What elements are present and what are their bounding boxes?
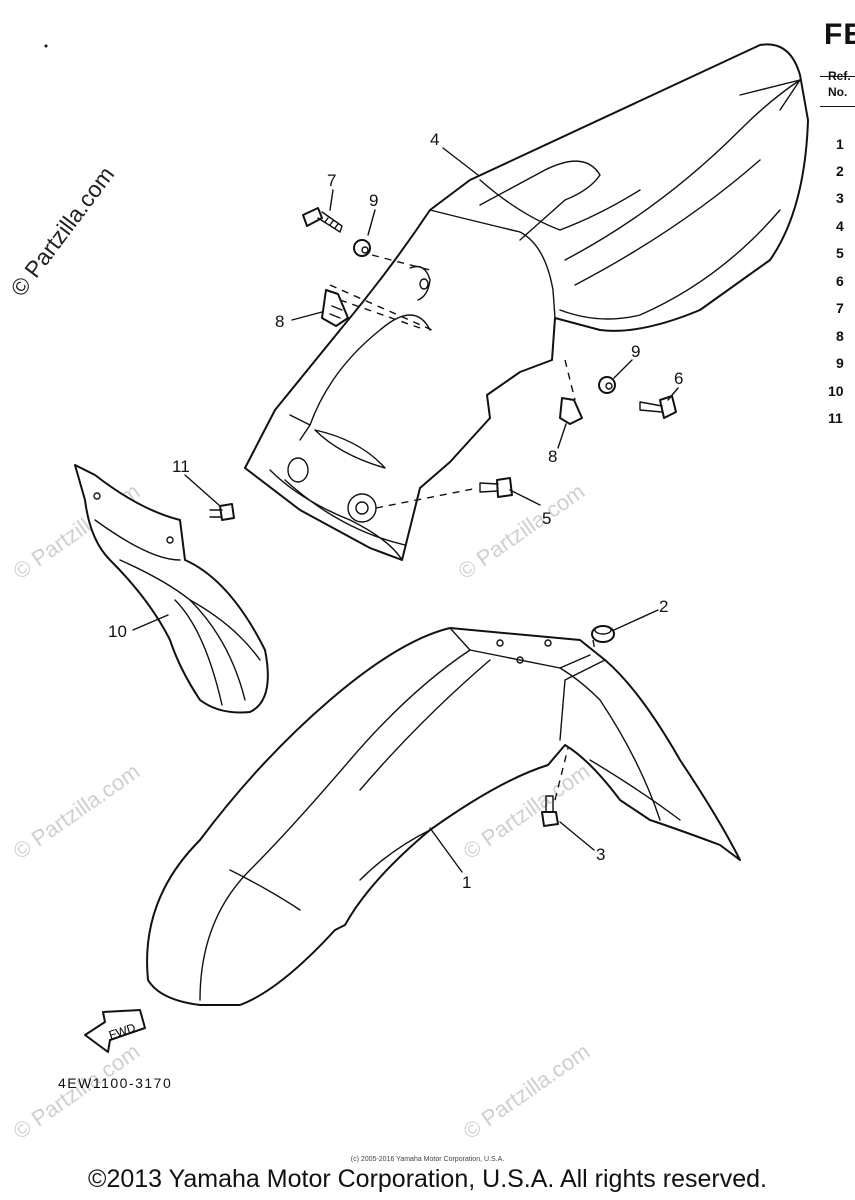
callout-2: 2 [659, 597, 668, 616]
table-row: 2 [836, 163, 844, 179]
table-row: 11 [828, 410, 843, 426]
callouts: 4 7 9 8 9 6 8 5 11 10 2 1 3 [108, 130, 683, 892]
nut-9b-icon [598, 376, 616, 394]
table-row: 5 [836, 245, 844, 261]
grommet-2-icon [591, 625, 615, 643]
diagram-code: 4EW1100-3170 [58, 1075, 173, 1091]
table-row: 1 [836, 136, 844, 152]
table-divider [820, 76, 855, 77]
copyright-notice: ©2013 Yamaha Motor Corporation, U.S.A. A… [88, 1165, 767, 1193]
table-row: 8 [836, 328, 844, 344]
bolt-11-icon [209, 503, 235, 521]
forward-arrow-icon: FWD [84, 1009, 146, 1053]
callout-7: 7 [327, 171, 336, 190]
callout-9: 9 [631, 342, 640, 361]
table-divider [820, 106, 855, 107]
table-row: 6 [836, 273, 844, 289]
table-row: 10 [828, 383, 844, 399]
callout-1: 1 [462, 873, 471, 892]
table-row: 3 [836, 190, 844, 206]
watermark-text: © Partzilla.com [459, 1039, 595, 1145]
bolt-7-icon [302, 207, 343, 233]
watermark-text-dark: © Partzilla.com [5, 162, 119, 301]
mud-guard [74, 464, 269, 714]
watermark-text: © Partzilla.com [9, 759, 145, 865]
callout-5: 5 [542, 509, 551, 528]
callout-9: 9 [369, 191, 378, 210]
small-copyright: (c) 2005-2016 Yamaha Motor Corporation, … [350, 1156, 505, 1163]
front-fender [146, 627, 741, 1006]
clip-nut-8b-icon [559, 397, 583, 425]
table-row: 4 [836, 218, 844, 234]
callout-6: 6 [674, 369, 683, 388]
ref-label: Ref. [828, 69, 851, 83]
bolt-3-icon [541, 795, 559, 827]
watermark-text: © Partzilla.com [9, 1039, 145, 1145]
callout-10: 10 [108, 622, 127, 641]
clip-nut-8a-icon [321, 289, 349, 327]
ref-no-header: Ref. No. [828, 68, 851, 100]
callout-3: 3 [596, 845, 605, 864]
table-row: 7 [836, 300, 844, 316]
table-title: FE [824, 18, 855, 51]
callout-4: 4 [430, 130, 439, 149]
nut-9-icon [353, 239, 371, 257]
table-row: 9 [836, 355, 844, 371]
callout-8: 8 [275, 312, 284, 331]
bolt-5-icon [479, 477, 513, 498]
bolt-6-icon [639, 395, 677, 419]
callout-8: 8 [548, 447, 557, 466]
no-label: No. [828, 85, 848, 99]
callout-11: 11 [172, 457, 190, 476]
leader-lines [132, 147, 679, 873]
watermark-text: © Partzilla.com [454, 479, 590, 585]
